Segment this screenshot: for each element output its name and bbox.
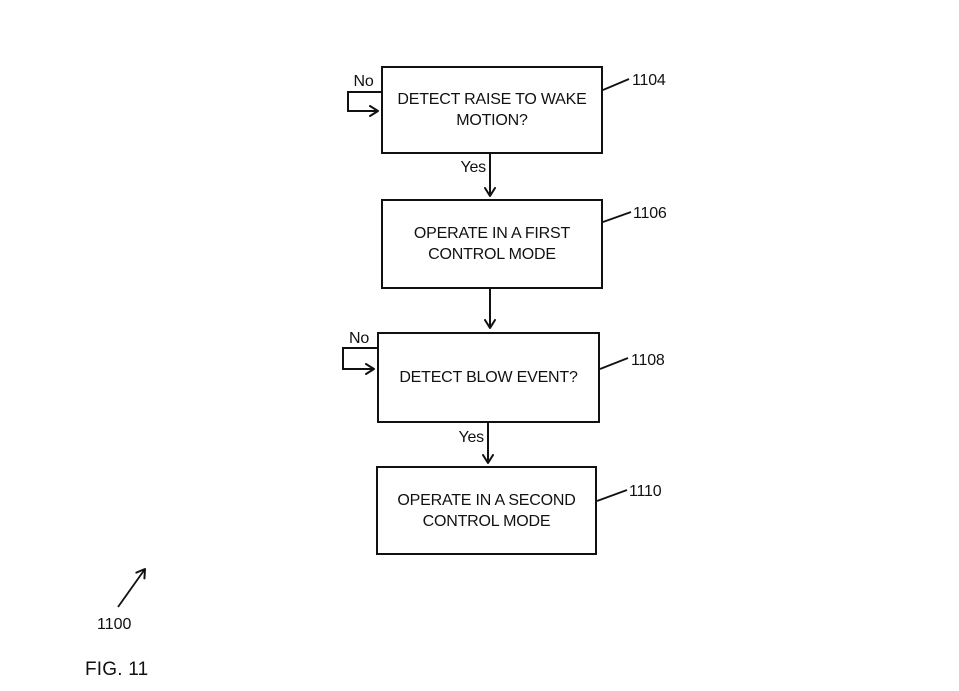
flow-box-text-line: CONTROL MODE xyxy=(428,246,556,263)
flow-box-text: OPERATE IN A FIRST CONTROL MODE xyxy=(414,223,570,265)
diagram-ref-number: 1100 xyxy=(97,616,132,633)
no-loop-arrow-1104 xyxy=(347,91,381,117)
flow-box-text-line: OPERATE IN A SECOND xyxy=(397,491,576,509)
flow-box-detect-raise-to-wake: DETECT RAISE TO WAKE MOTION? xyxy=(381,66,603,154)
no-edge-label-1104: No xyxy=(353,73,374,90)
flow-box-text: DETECT BLOW EVENT? xyxy=(399,367,578,388)
ref-number-1110: 1110 xyxy=(629,483,662,500)
flow-box-detect-blow-event: DETECT BLOW EVENT? xyxy=(377,332,600,423)
ref-number-1104: 1104 xyxy=(632,72,666,89)
diagram-ref-arrow-icon xyxy=(117,568,146,608)
flow-box-text: OPERATE IN A SECOND CONTROL MODE xyxy=(397,490,575,532)
ref-number-1108: 1108 xyxy=(631,352,665,369)
no-loop-arrow-1108 xyxy=(342,347,377,375)
flow-box-text-line: DETECT BLOW EVENT? xyxy=(399,369,578,386)
no-edge-label-1108: No xyxy=(348,330,370,347)
flow-box-text-line: DETECT RAISE TO WAKE xyxy=(397,91,587,108)
ref-callout-line-1110 xyxy=(596,489,628,502)
figure-caption: FIG. 11 xyxy=(85,659,149,680)
flow-box-text: DETECT RAISE TO WAKE MOTION? xyxy=(397,89,586,131)
flow-box-text-line: OPERATE IN A FIRST xyxy=(413,225,571,242)
ref-callout-line-1106 xyxy=(602,211,632,223)
flow-box-text-line: CONTROL MODE xyxy=(422,512,551,530)
yes-edge-label-1108: Yes xyxy=(458,429,484,446)
ref-callout-line-1104 xyxy=(602,78,630,91)
flow-box-text-line: MOTION? xyxy=(456,112,528,129)
ref-number-1106: 1106 xyxy=(633,205,667,222)
flow-box-first-control-mode: OPERATE IN A FIRST CONTROL MODE xyxy=(381,199,603,289)
yes-edge-label-1104: Yes xyxy=(460,159,486,176)
ref-callout-line-1108 xyxy=(599,357,629,370)
flow-box-second-control-mode: OPERATE IN A SECOND CONTROL MODE xyxy=(376,466,597,555)
